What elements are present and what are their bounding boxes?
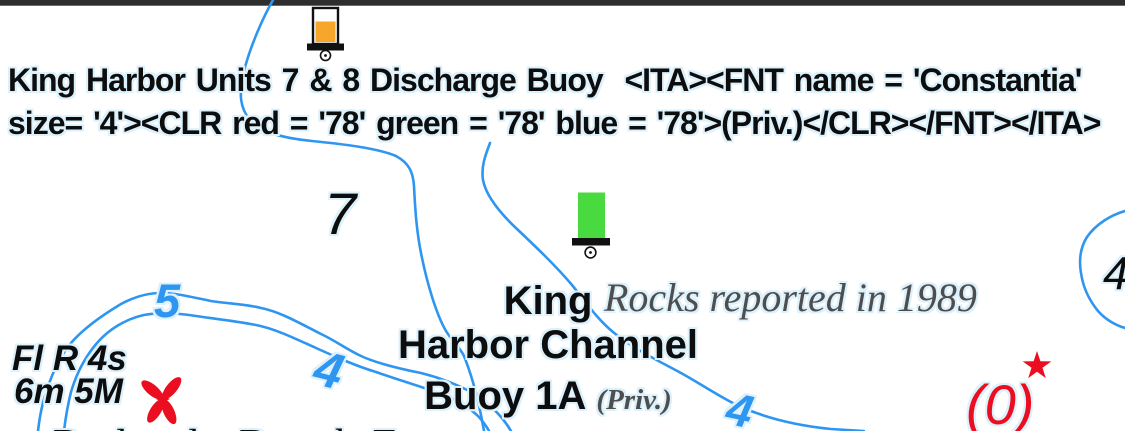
contour-line-center [481, 141, 866, 431]
rocks-reported-note: Rocks reported in 1989 [604, 275, 977, 320]
shore-name-clipped: Redondo Beach E [53, 423, 401, 431]
light-characteristic-line1: Fl R 4s [12, 339, 127, 378]
contour-line-4m [62, 311, 491, 431]
danger-label-0: (0) [966, 373, 1035, 431]
sounding-depth-4: 4 [1103, 250, 1125, 296]
star-icon [1022, 351, 1052, 379]
contour-label-5: 5 [154, 274, 181, 327]
contour-loop-right [1078, 209, 1125, 330]
light-characteristic-line2: 6m 5M [14, 372, 123, 411]
discharge-buoy-label-line1: King Harbor Units 7 & 8 Discharge Buoy <… [8, 62, 1082, 98]
discharge-buoy-icon [307, 6, 344, 62]
private-note: (Priv.) [596, 384, 672, 416]
channel-buoy-label-line3: Buoy 1A [424, 374, 587, 418]
window-top-edge [0, 0, 1125, 6]
contour-line-5m [36, 291, 513, 431]
discharge-buoy-label-line2: size= '4'><CLR red = '78' green = '78' b… [8, 105, 1101, 141]
channel-buoy-label-line3-row: Buoy 1A (Priv.) [368, 376, 728, 417]
sounding-depth-7: 7 [324, 182, 357, 247]
channel-buoy-label-line1: King [503, 279, 593, 323]
light-flare-icon [141, 377, 182, 425]
channel-buoy-label-line2: Harbor Channel [397, 323, 699, 367]
channel-buoy-icon [572, 192, 610, 259]
contour-line-upper-left [239, 0, 486, 431]
